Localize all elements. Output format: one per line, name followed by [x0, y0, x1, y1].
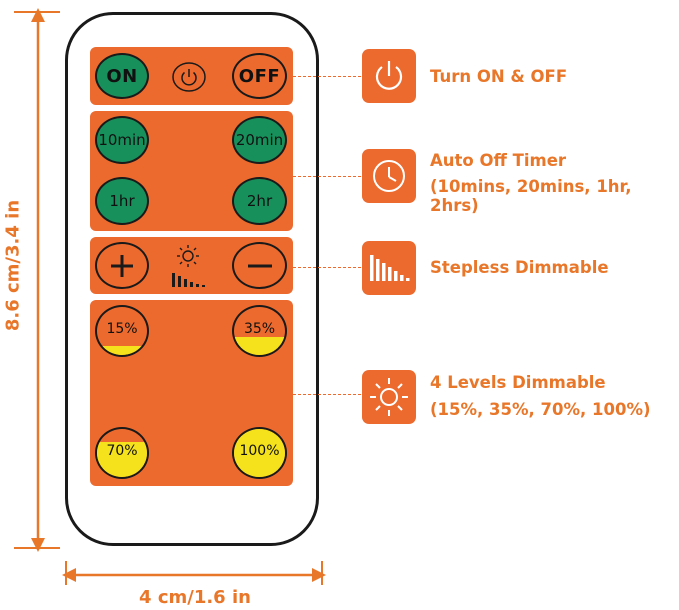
timer-2hr-button[interactable]: 2hr: [232, 177, 287, 225]
height-dimension: 8.6 cm/3.4 in: [0, 0, 60, 560]
timer-10min-button[interactable]: 10min: [95, 116, 149, 164]
level-15-label: 15%: [106, 321, 138, 337]
clock-icon: [373, 160, 405, 192]
timer-20min-label: 20min: [235, 131, 284, 149]
timer-10min-label: 10min: [98, 131, 146, 149]
brightness-up-button[interactable]: [95, 242, 149, 289]
minus-icon: [247, 264, 272, 267]
timer-2hr-label: 2hr: [246, 192, 273, 210]
width-label: 4 cm/1.6 in: [139, 587, 251, 608]
level-15-button[interactable]: 15%: [95, 305, 149, 357]
level-70-label: 70%: [106, 443, 138, 459]
timer-feature-icon: [362, 149, 416, 203]
level-70-button[interactable]: 70%: [95, 427, 149, 479]
power-feature-icon: [362, 49, 416, 103]
level-35-fill: [234, 336, 285, 355]
timer-1hr-label: 1hr: [109, 192, 135, 210]
timer-20min-button[interactable]: 20min: [232, 116, 287, 164]
connector-dimmer: [293, 267, 361, 268]
connector-power: [293, 76, 361, 77]
off-button[interactable]: OFF: [232, 53, 287, 99]
sun-dimmer-icon: [168, 243, 212, 289]
brightness-down-button[interactable]: [232, 242, 287, 289]
timer-1hr-button[interactable]: 1hr: [95, 177, 149, 225]
level-100-label: 100%: [239, 443, 280, 459]
levels-feature-icon: [362, 370, 416, 424]
feature-levels-title: 4 Levels Dimmable: [430, 373, 606, 392]
level-35-label: 35%: [243, 321, 276, 337]
feature-timer-subtitle: (10mins, 20mins, 1hr, 2hrs): [430, 177, 632, 215]
level-35-button[interactable]: 35%: [232, 305, 287, 357]
connector-timer: [293, 176, 361, 177]
level-70-fill: [97, 442, 147, 477]
dimmer-feature-icon: [362, 241, 416, 295]
level-100-fill: [234, 429, 285, 477]
sun-icon: [370, 378, 408, 416]
feature-power-title: Turn ON & OFF: [430, 67, 568, 86]
dimmer-bars-icon: [370, 255, 410, 281]
connector-levels: [293, 394, 361, 395]
level-15-fill: [97, 346, 147, 355]
on-button[interactable]: ON: [95, 53, 149, 99]
feature-timer-title: Auto Off Timer: [430, 151, 567, 170]
width-dimension: 4 cm/1.6 in: [60, 555, 330, 610]
plus-icon: [111, 254, 133, 277]
off-button-label: OFF: [238, 65, 281, 87]
level-100-button[interactable]: 100%: [232, 427, 287, 479]
on-button-label: ON: [106, 65, 138, 87]
feature-dimmer-title: Stepless Dimmable: [430, 258, 609, 277]
power-icon: [375, 61, 403, 90]
power-icon: [171, 61, 207, 93]
feature-levels-subtitle: (15%, 35%, 70%, 100%): [430, 400, 651, 419]
height-label: 8.6 cm/3.4 in: [2, 199, 24, 332]
